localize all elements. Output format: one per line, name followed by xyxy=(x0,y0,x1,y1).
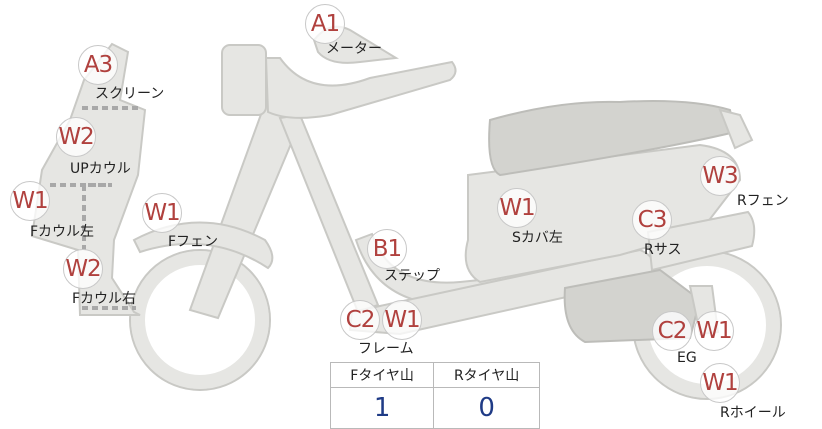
marker-b1: B1 xyxy=(367,229,407,269)
marker-c2-frame: C2 xyxy=(340,300,380,340)
label-screen: スクリーン xyxy=(95,86,165,102)
marker-c2-eg: C2 xyxy=(652,311,692,351)
label-step: ステップ xyxy=(384,268,440,284)
marker-w1-left: W1 xyxy=(10,181,50,221)
label-meter: メーター xyxy=(326,41,382,57)
marker-w1-eg: W1 xyxy=(694,311,734,351)
tail xyxy=(718,108,754,150)
tire-table-value-row: 1 0 xyxy=(329,387,540,429)
marker-w1-fender: W1 xyxy=(142,193,182,233)
marker-w1-wheel: W1 xyxy=(700,363,740,403)
label-f-cowl-left: Fカウル左 xyxy=(30,224,95,240)
tire-tread-table: Fタイヤ山 Rタイヤ山 1 0 xyxy=(329,362,540,429)
marker-a1: A1 xyxy=(305,4,345,44)
marker-w1-frame: W1 xyxy=(382,300,422,340)
label-frame: フレーム xyxy=(358,341,414,357)
front-tire-outline xyxy=(129,249,271,391)
marker-c3: C3 xyxy=(632,200,672,240)
handlebar xyxy=(264,57,457,119)
front-tire-value: 1 xyxy=(329,387,435,429)
label-f-cowl-right: Fカウル右 xyxy=(72,291,137,307)
rear-tire-value: 0 xyxy=(433,387,540,429)
rear-suspension xyxy=(646,210,756,272)
label-f-fender: Fフェン xyxy=(168,234,219,250)
marker-w1-cover: W1 xyxy=(497,188,537,228)
rear-tire-header: Rタイヤ山 xyxy=(433,362,540,388)
frame-tube xyxy=(278,113,380,314)
label-eg: EG xyxy=(677,350,697,366)
marker-w2-bottom: W2 xyxy=(63,249,103,289)
marker-w3: W3 xyxy=(700,156,740,196)
front-fender xyxy=(132,221,274,270)
marker-w2-top: W2 xyxy=(56,117,96,157)
label-up-cowl: UPカウル xyxy=(70,161,131,177)
label-r-wheel: Rホイール xyxy=(720,405,786,421)
front-tire xyxy=(131,251,269,389)
label-s-cover-left: Sカバ左 xyxy=(512,230,563,246)
front-cowl xyxy=(30,42,147,316)
headlight xyxy=(221,44,267,116)
front-tire-header: Fタイヤ山 xyxy=(329,362,435,388)
tire-table-header-row: Fタイヤ山 Rタイヤ山 xyxy=(329,362,540,388)
label-r-fender: Rフェン xyxy=(737,193,789,209)
marker-a3: A3 xyxy=(78,45,118,85)
label-r-suspension: Rサス xyxy=(644,242,682,258)
